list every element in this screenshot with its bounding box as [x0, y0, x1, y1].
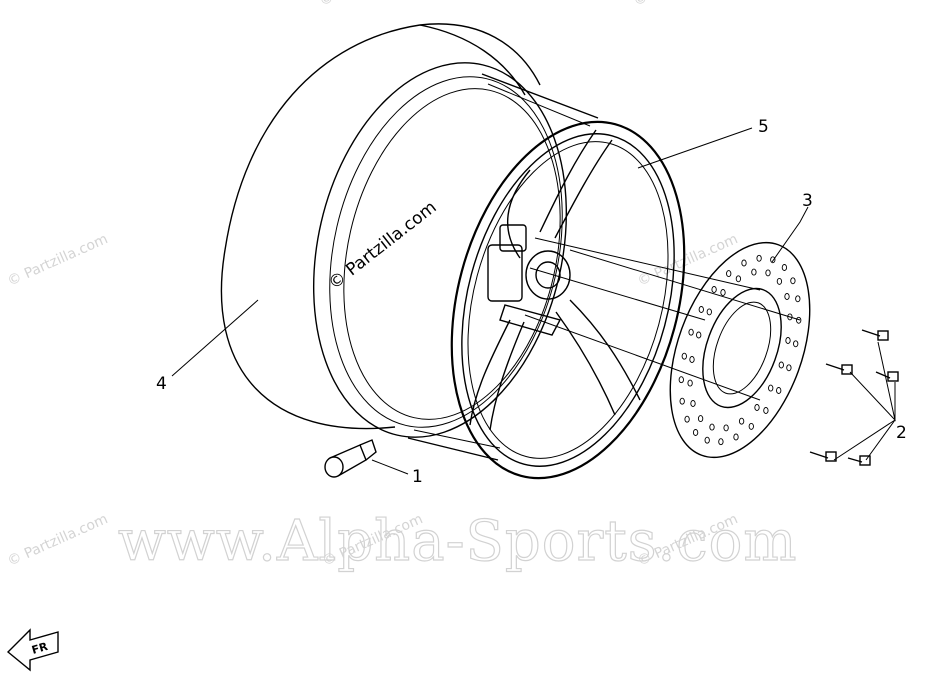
disc-vent-hole: [720, 289, 726, 296]
disc-vent-hole: [733, 433, 739, 441]
callout-4: 4: [156, 374, 167, 394]
brake-disc: [669, 241, 811, 459]
disc-vent-hole: [738, 417, 745, 425]
partzilla-watermark-top-right: © Partzilla.com: [631, 0, 736, 10]
disc-vent-hole: [776, 277, 783, 285]
disc-bolt: [861, 329, 889, 341]
disc-vent-holes: [678, 254, 802, 446]
disc-vent-hole: [778, 361, 784, 369]
disc-vent-hole: [690, 400, 696, 407]
partzilla-watermark-top-mid: © Partzilla.com: [317, 0, 422, 10]
disc-vent-hole: [696, 331, 702, 339]
disc-vent-hole: [698, 306, 704, 313]
disc-vent-hole: [681, 352, 687, 360]
disc-vent-hole: [697, 415, 704, 423]
disc-bolt: [809, 451, 837, 462]
valve-stem: [324, 439, 377, 478]
disc-vent-hole: [735, 275, 742, 283]
partzilla-watermark-left: © Partzilla.com: [5, 231, 110, 290]
disc-vent-hole: [706, 308, 712, 316]
disc-vent-hole: [723, 424, 729, 432]
disc-vent-hole: [726, 270, 732, 278]
disc-vent-hole: [786, 364, 792, 372]
disc-bolt: [825, 363, 853, 375]
disc-bolt: [847, 455, 871, 466]
disc-vent-hole: [754, 404, 760, 411]
partzilla-watermark-bottom-left: © Partzilla.com: [5, 511, 110, 570]
disc-vent-hole: [770, 256, 776, 264]
disc-vent-hole: [688, 328, 694, 336]
callout-2: 2: [896, 423, 907, 443]
disc-vent-hole: [748, 422, 754, 430]
disc-vent-hole: [756, 254, 762, 262]
partzilla-watermarks: © Partzilla.com © Partzilla.com © Partzi…: [5, 0, 740, 570]
disc-vent-hole: [796, 316, 802, 324]
disc-vent-hole: [689, 356, 695, 363]
disc-vent-hole: [678, 376, 684, 384]
callout-3: 3: [802, 191, 813, 211]
callout-5: 5: [758, 117, 769, 137]
disc-vent-hole: [776, 387, 782, 394]
front-arrow-icon: FR: [6, 628, 59, 672]
disc-vent-hole: [684, 415, 690, 423]
disc-vent-hole: [781, 264, 788, 271]
disc-vent-hole: [768, 384, 774, 392]
callout-numbers: 1 2 3 4 5: [156, 117, 907, 487]
disc-vent-hole: [784, 293, 790, 300]
disc-vent-hole: [718, 438, 724, 446]
callout-1: 1: [412, 467, 423, 487]
partzilla-watermark-right: © Partzilla.com: [635, 231, 740, 290]
disc-vent-hole: [790, 277, 796, 285]
disc-vent-hole: [711, 286, 717, 293]
disc-vent-hole: [751, 268, 757, 276]
disc-vent-hole: [763, 407, 769, 414]
partzilla-watermark-dark: © Partzilla.com: [325, 197, 441, 294]
tire: [220, 23, 541, 430]
disc-vent-hole: [704, 436, 710, 444]
disc-bolts: [809, 329, 899, 466]
site-watermark: www.Alpha-Sports.com: [118, 509, 797, 574]
disc-vent-hole: [793, 340, 799, 348]
front-arrow-label: FR: [30, 640, 49, 657]
disc-vent-hole: [692, 429, 699, 436]
disc-vent-hole: [787, 313, 793, 321]
disc-bolt: [875, 371, 899, 382]
disc-vent-hole: [795, 295, 801, 303]
wheel-rim: [312, 62, 801, 480]
disc-vent-hole: [679, 397, 685, 405]
disc-vent-hole: [785, 337, 791, 344]
disc-vent-hole: [709, 423, 715, 431]
disc-vent-hole: [687, 379, 693, 387]
disc-vent-hole: [741, 259, 747, 267]
disc-vent-hole: [765, 269, 771, 277]
leader-lines: [171, 127, 809, 475]
